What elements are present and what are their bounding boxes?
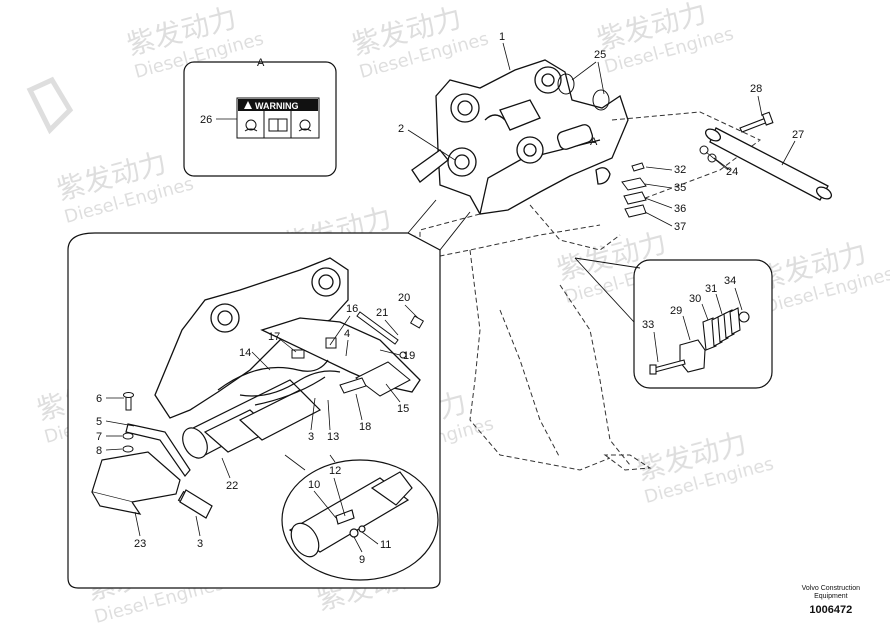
callout-23: 23 bbox=[134, 538, 146, 550]
footer-brand-line1: Volvo Construction bbox=[801, 585, 860, 592]
callout-15: 15 bbox=[397, 403, 409, 415]
callout-11: 11 bbox=[380, 539, 391, 551]
o-rings-25 bbox=[557, 73, 610, 111]
callout-12: 12 bbox=[329, 465, 341, 477]
boom-outline-dashed bbox=[419, 111, 761, 471]
bolt-28 bbox=[739, 111, 774, 133]
document-number: 1006472 bbox=[809, 604, 853, 616]
callout-21: 21 bbox=[376, 307, 388, 319]
callout-10: 10 bbox=[308, 479, 320, 491]
callout-14: 14 bbox=[239, 347, 251, 359]
callout-16: 16 bbox=[346, 303, 358, 315]
callout-13: 13 bbox=[327, 431, 339, 443]
callout-36: 36 bbox=[674, 203, 686, 215]
detail-a-label: A bbox=[257, 57, 265, 69]
detail-hydraulic-box: 16 20 21 17 4 14 19 15 18 13 3 6 5 7 8 2… bbox=[67, 199, 471, 589]
callout-19: 19 bbox=[403, 350, 415, 362]
callout-35: 35 bbox=[674, 182, 686, 194]
callout-24: 24 bbox=[726, 166, 738, 178]
callout-2: 2 bbox=[398, 123, 404, 135]
wedge-block bbox=[679, 339, 706, 373]
warning-decal: WARNING bbox=[236, 97, 320, 139]
callout-29: 29 bbox=[670, 305, 682, 317]
callout-1: 1 bbox=[499, 31, 505, 43]
quick-coupler-main bbox=[411, 59, 629, 215]
footer-brand-line2: Equipment bbox=[814, 593, 848, 600]
warning-text: WARNING bbox=[255, 101, 299, 111]
warning-triangle-icon bbox=[244, 101, 252, 109]
callout-31: 31 bbox=[705, 283, 717, 295]
magnify-circle bbox=[281, 454, 439, 581]
manual-book-icon bbox=[268, 118, 288, 132]
callout-7: 7 bbox=[96, 431, 102, 443]
pin-27 bbox=[704, 127, 833, 201]
footer-block: Volvo Construction Equipment 1006472 bbox=[802, 585, 860, 617]
callout-3b: 3 bbox=[197, 538, 203, 550]
callout-4: 4 bbox=[344, 328, 350, 340]
callout-18: 18 bbox=[359, 421, 371, 433]
callout-30: 30 bbox=[689, 293, 701, 305]
view-a-marker: A bbox=[590, 136, 598, 148]
callout-5: 5 bbox=[96, 416, 102, 428]
callout-8: 8 bbox=[96, 445, 102, 457]
callout-28: 28 bbox=[750, 83, 762, 95]
callout-25: 25 bbox=[594, 49, 606, 61]
hand-crush-icon bbox=[244, 119, 258, 132]
callout-34: 34 bbox=[724, 275, 736, 287]
callout-33: 33 bbox=[642, 319, 654, 331]
callout-27: 27 bbox=[792, 129, 804, 141]
callout-9: 9 bbox=[359, 554, 365, 566]
callout-17: 17 bbox=[268, 331, 280, 343]
shims-35-37 bbox=[621, 162, 647, 218]
callout-22: 22 bbox=[226, 480, 238, 492]
hand-pinch-icon bbox=[298, 119, 312, 132]
callout-37: 37 bbox=[674, 221, 686, 233]
callout-20: 20 bbox=[398, 292, 410, 304]
callout-3a: 3 bbox=[308, 431, 314, 443]
callout-6: 6 bbox=[96, 393, 102, 405]
callout-26: 26 bbox=[200, 114, 212, 126]
detail-a-box: A WARNING 26 bbox=[183, 57, 337, 177]
callout-32: 32 bbox=[674, 164, 686, 176]
detail-wedge-box: 33 29 30 31 34 bbox=[574, 257, 773, 389]
